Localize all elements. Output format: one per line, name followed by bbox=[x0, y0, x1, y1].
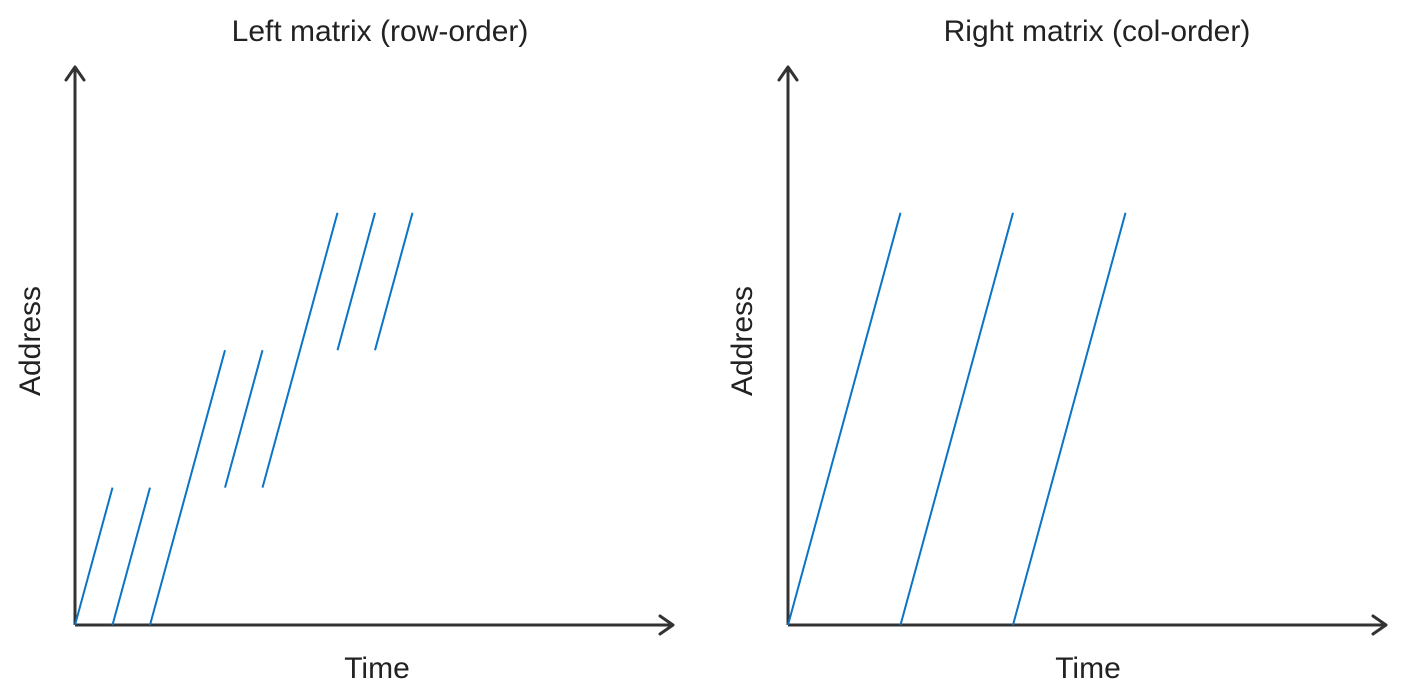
left-access-segment-7 bbox=[374, 212, 414, 351]
left-panel: Left matrix (row-order) Time Address bbox=[14, 15, 675, 685]
left-access-segment-1 bbox=[74, 487, 114, 626]
left-x-axis-label: Time bbox=[344, 652, 410, 685]
left-y-axis-arrow bbox=[64, 65, 86, 82]
left-access-lines bbox=[74, 212, 414, 626]
left-panel-title: Left matrix (row-order) bbox=[232, 15, 529, 48]
left-access-segment-6 bbox=[336, 212, 376, 351]
left-access-segment-2 bbox=[111, 487, 151, 626]
right-y-axis-label: Address bbox=[726, 286, 759, 396]
left-access-segment-3 bbox=[149, 349, 226, 626]
right-x-axis-label: Time bbox=[1055, 652, 1121, 685]
right-panel-title: Right matrix (col-order) bbox=[944, 15, 1251, 48]
right-y-axis-arrow bbox=[777, 65, 799, 82]
right-access-segment-2 bbox=[899, 212, 1014, 626]
right-panel: Right matrix (col-order) Time Address bbox=[726, 15, 1388, 685]
left-x-axis-arrow bbox=[658, 614, 675, 636]
right-access-segment-3 bbox=[1012, 212, 1127, 626]
left-access-segment-5 bbox=[261, 212, 339, 488]
left-y-axis-label: Address bbox=[14, 286, 47, 396]
right-x-axis-arrow bbox=[1371, 614, 1388, 636]
left-access-segment-4 bbox=[224, 349, 264, 488]
right-access-segment-1 bbox=[787, 212, 902, 626]
right-access-lines bbox=[787, 212, 1127, 626]
